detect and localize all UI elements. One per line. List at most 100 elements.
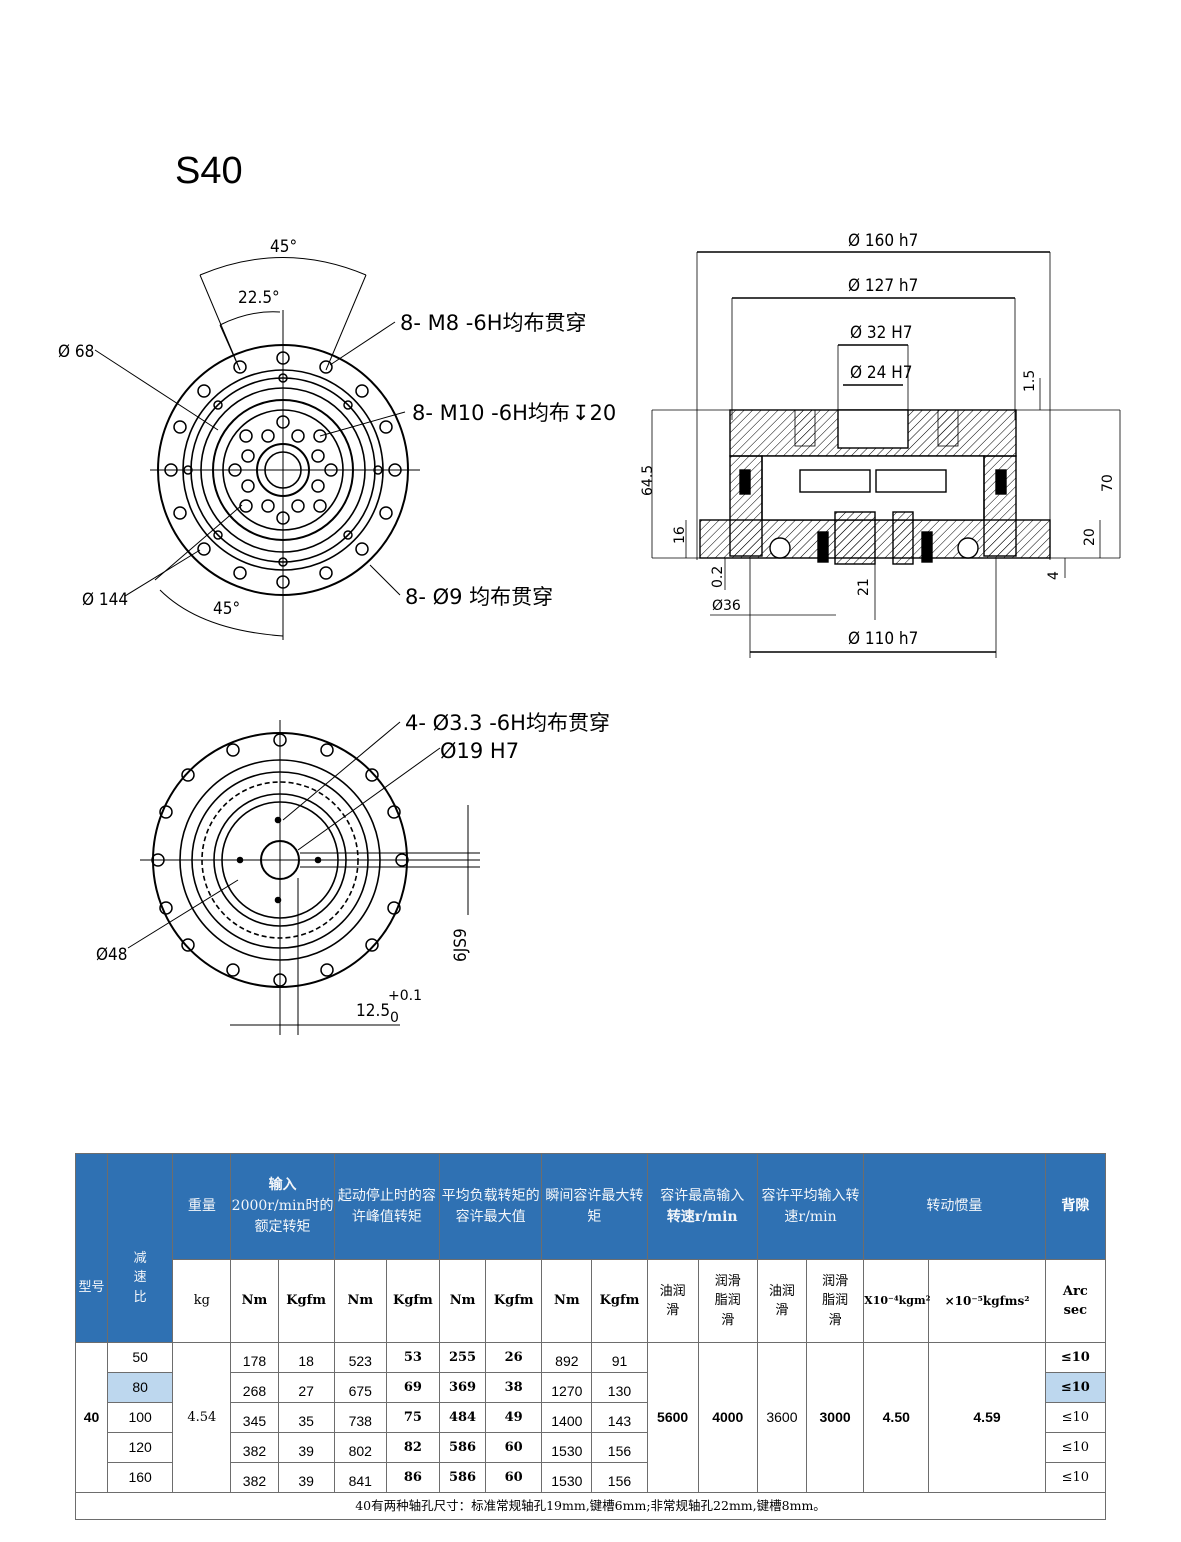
dim-dia-144: Ø 144 [82, 590, 128, 610]
cell-mom-kgfm: 130 [591, 1372, 648, 1403]
header-avg-input-speed: 容许平均输入转速r/min [756, 1153, 865, 1260]
unit-kg: kg [172, 1259, 232, 1343]
header-inertia: 转动惯量 [863, 1153, 1046, 1260]
cell-backlash: ≤10 [1044, 1402, 1107, 1433]
cell-backlash: ≤10 [1044, 1432, 1107, 1463]
cell-mom-nm: 1400 [541, 1402, 593, 1433]
cell-inertia-kgf: 4.59 [928, 1342, 1046, 1493]
unit-grease-lubrication: 润滑脂润滑 [806, 1259, 865, 1343]
cell-backlash: ≤10 [1044, 1462, 1107, 1493]
cell-avg-kgfm: 38 [485, 1372, 543, 1403]
cell-backlash: ≤10 [1044, 1372, 1107, 1403]
cell-mom-kgfm: 156 [591, 1462, 648, 1493]
dim-21: 21 [856, 578, 872, 596]
cell-max-speed-oil: 5600 [646, 1342, 699, 1493]
dim-64-5: 64.5 [640, 465, 656, 496]
technical-drawing: 45° 22.5° 8- M8 -6H均布贯穿 8- M10 -6H均布↧20 … [58, 231, 1121, 1035]
dim-20: 20 [1082, 528, 1098, 546]
cell-inertia-si: 4.50 [863, 1342, 930, 1493]
table-row: 120 382 39 802 82 586 60 1530 156 ≤10 [76, 1432, 1107, 1463]
cell-max-speed-grease: 4000 [697, 1342, 758, 1493]
rear-view [127, 720, 480, 1035]
dim-4: 4 [1046, 571, 1062, 580]
header-backlash: 背隙 [1044, 1153, 1107, 1260]
dim-angle-22-5: 22.5° [238, 288, 280, 308]
unit-nm: Nm [333, 1259, 387, 1343]
cell-ratio: 80 [107, 1372, 174, 1403]
cell-peak-kgfm: 53 [385, 1342, 440, 1373]
cell-avg-kgfm: 60 [485, 1462, 543, 1493]
table-footnote: 40有两种轴孔尺寸：标准常规轴孔19mm,键槽6mm;非常规轴孔22mm,键槽8… [75, 1492, 1106, 1520]
cell-peak-nm: 802 [333, 1432, 387, 1463]
cell-rated-kgfm: 27 [277, 1372, 335, 1403]
cell-peak-kgfm: 75 [385, 1402, 440, 1433]
cell-avg-nm: 484 [438, 1402, 487, 1433]
cell-rated-kgfm: 39 [277, 1462, 335, 1493]
cell-mom-nm: 1530 [541, 1432, 593, 1463]
cell-avg-speed-oil: 3600 [756, 1342, 808, 1493]
dim-angle-45-bottom: 45° [213, 599, 240, 619]
unit-nm: Nm [541, 1259, 593, 1343]
cell-rated-nm: 382 [230, 1432, 279, 1463]
cell-backlash: ≤10 [1044, 1342, 1107, 1373]
cell-avg-kgfm: 60 [485, 1432, 543, 1463]
cell-weight: 4.54 [172, 1342, 232, 1493]
rear-view-labels: 4- Ø3.3 -6H均布贯穿 Ø19 H7 Ø48 6JS9 12.5 +0.… [96, 711, 610, 1026]
dim-dia-32: Ø 32 H7 [850, 323, 912, 343]
cell-model: 40 [74, 1342, 109, 1493]
cell-mom-kgfm: 156 [591, 1432, 648, 1463]
section-view [651, 251, 1121, 658]
cell-rated-nm: 268 [230, 1372, 279, 1403]
unit-nm: Nm [230, 1259, 279, 1343]
header-avg-load-torque: 平均负载转矩的容许最大值 [438, 1153, 543, 1260]
cell-ratio: 50 [107, 1342, 174, 1373]
unit-kgfm: Kgfm [591, 1259, 648, 1343]
unit-oil-lubrication: 油润滑 [756, 1259, 808, 1343]
dim-angle-45-top: 45° [270, 237, 297, 257]
cell-rated-nm: 178 [230, 1342, 279, 1373]
unit-oil-lubrication: 油润滑 [646, 1259, 699, 1343]
dim-key-tol-low: 0 [390, 1010, 399, 1026]
dim-dia-24: Ø 24 H7 [850, 363, 912, 383]
cell-mom-kgfm: 91 [591, 1342, 648, 1373]
table-row: 80 268 27 675 69 369 38 1270 130 ≤10 [76, 1372, 1107, 1403]
unit-kgfm: Kgfm [277, 1259, 335, 1343]
header-max-input-speed: 容许最高输入转速r/min [646, 1153, 758, 1260]
cell-mom-nm: 892 [541, 1342, 593, 1373]
cell-peak-kgfm: 82 [385, 1432, 440, 1463]
cell-ratio: 160 [107, 1462, 174, 1493]
cell-avg-nm: 586 [438, 1432, 487, 1463]
dim-16: 16 [672, 526, 688, 544]
dim-1-5: 1.5 [1022, 370, 1038, 392]
cell-peak-nm: 738 [333, 1402, 387, 1433]
cell-avg-nm: 586 [438, 1462, 487, 1493]
cell-mom-kgfm: 143 [591, 1402, 648, 1433]
label-hole-m10: 8- M10 -6H均布↧20 [412, 401, 616, 425]
section-view-labels: Ø 160 h7 Ø 127 h7 Ø 32 H7 Ø 24 H7 1.5 64… [640, 231, 1116, 649]
dim-dia-110: Ø 110 h7 [848, 629, 918, 649]
dim-dia-127: Ø 127 h7 [848, 276, 918, 296]
unit-inertia-kgf: ×10⁻⁵kgfms² [928, 1259, 1046, 1343]
dim-key-6js9: 6JS9 [451, 928, 471, 962]
cell-rated-nm: 382 [230, 1462, 279, 1493]
label-hole-9: 8- Ø9 均布贯穿 [405, 585, 553, 609]
dim-70: 70 [1100, 474, 1116, 492]
dim-0-2: 0.2 [710, 566, 726, 588]
cell-avg-nm: 255 [438, 1342, 487, 1373]
header-momentary-torque: 瞬间容许最大转矩 [541, 1153, 648, 1260]
cell-ratio: 100 [107, 1402, 174, 1433]
table-row: 40 50 4.54 178 18 523 53 255 26 892 91 5… [74, 1342, 1107, 1493]
dim-dia-48: Ø48 [96, 945, 128, 965]
cell-mom-nm: 1270 [541, 1372, 593, 1403]
cell-rated-kgfm: 35 [277, 1402, 335, 1433]
header-model: 型号 [74, 1153, 109, 1343]
dim-dia-36: Ø36 [712, 598, 741, 614]
model-title: S40 [175, 150, 243, 192]
cell-avg-nm: 369 [438, 1372, 487, 1403]
cell-peak-kgfm: 69 [385, 1372, 440, 1403]
dim-dia-160: Ø 160 h7 [848, 231, 918, 251]
header-start-stop-torque: 起动停止时的容许峰值转矩 [333, 1153, 440, 1260]
cell-peak-nm: 841 [333, 1462, 387, 1493]
